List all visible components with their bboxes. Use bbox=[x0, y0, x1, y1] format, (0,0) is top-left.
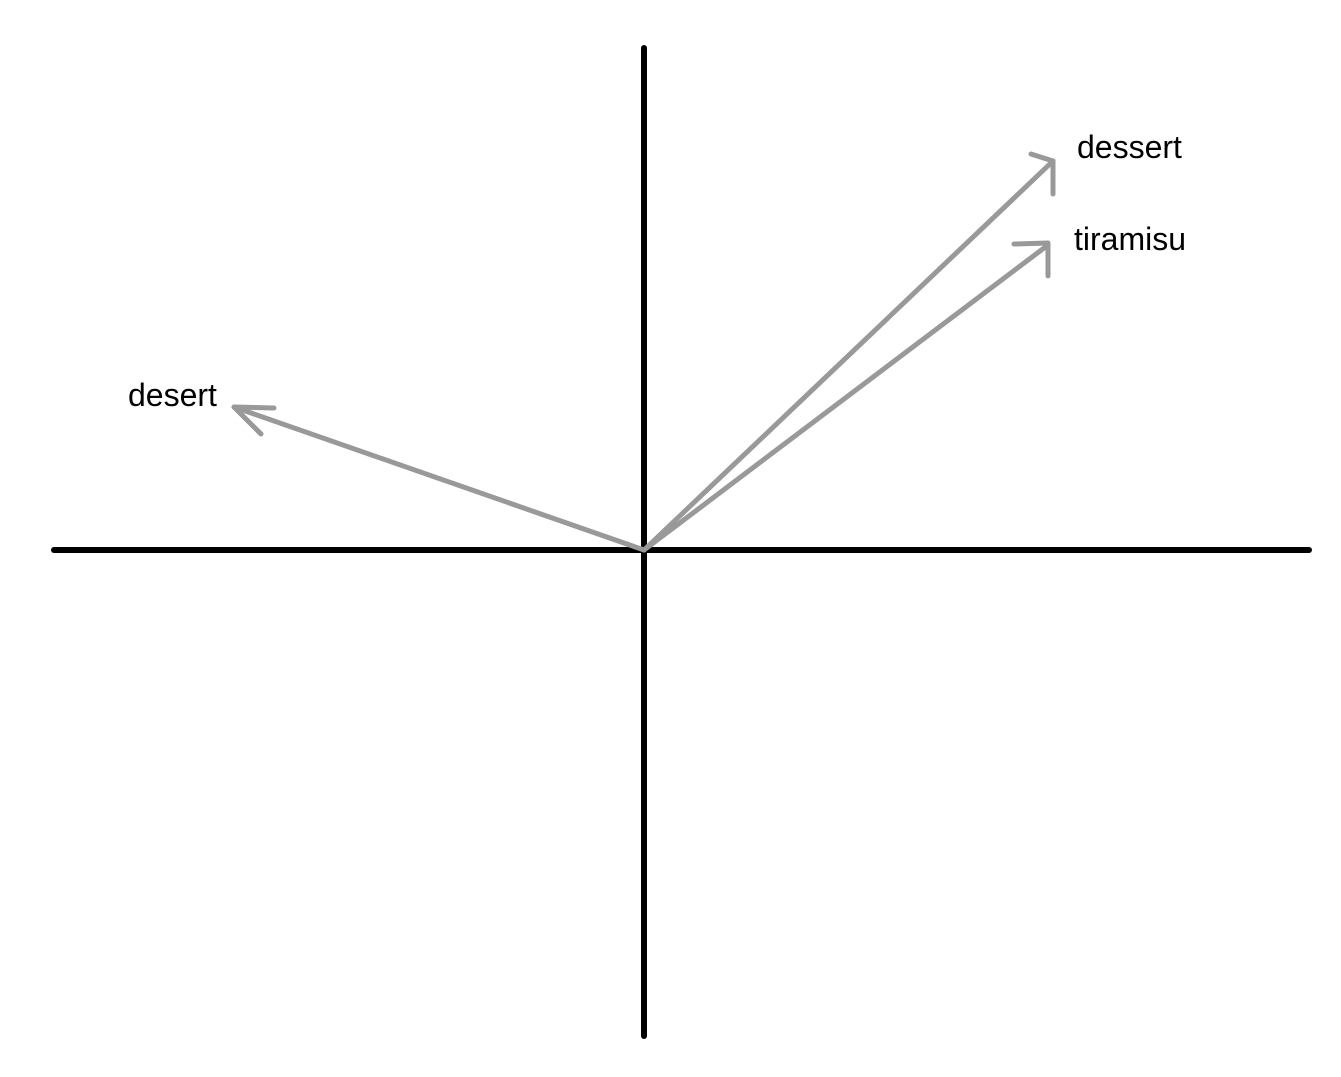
vector-dessert-label: dessert bbox=[1077, 129, 1182, 165]
vector-tiramisu-label: tiramisu bbox=[1074, 221, 1186, 257]
vector-tiramisu: tiramisu bbox=[641, 221, 1186, 553]
vector-desert-arrowhead bbox=[231, 404, 277, 437]
vector-tiramisu-arrowhead bbox=[1011, 240, 1051, 279]
vector-dessert-shaft bbox=[641, 158, 1056, 553]
vector-desert-label: desert bbox=[128, 377, 217, 413]
vector-desert-shaft bbox=[231, 404, 647, 553]
vector-desert: desert bbox=[128, 377, 647, 553]
vector-dessert-arrowhead bbox=[1028, 151, 1056, 197]
vector-tiramisu-shaft bbox=[641, 242, 1051, 553]
vector-dessert: dessert bbox=[641, 129, 1182, 553]
